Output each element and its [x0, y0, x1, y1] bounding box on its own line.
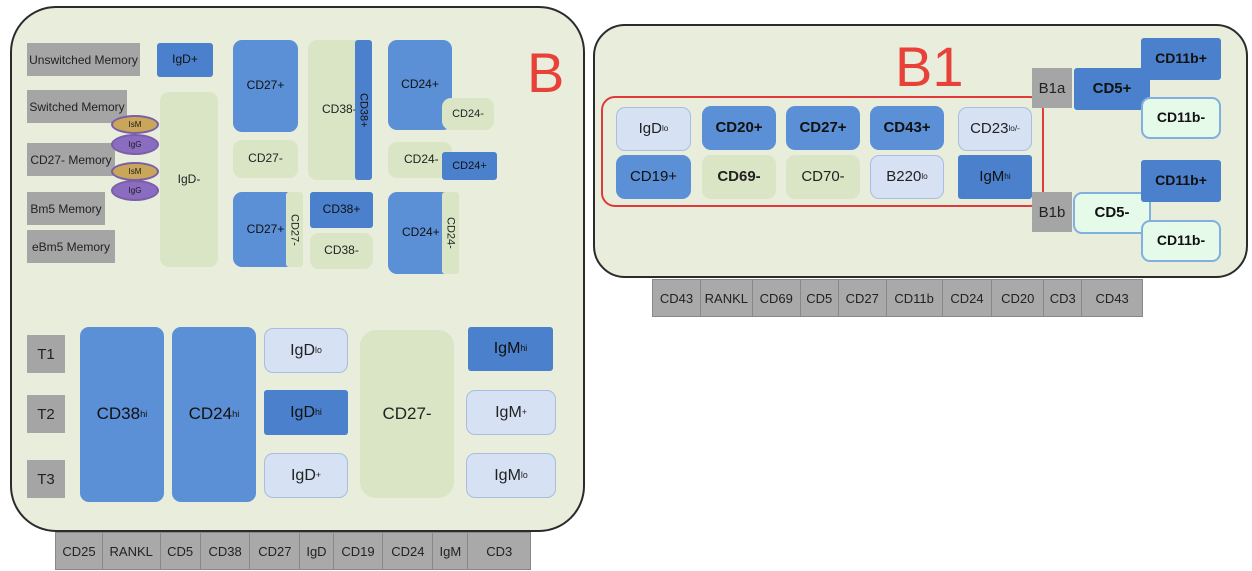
panel-title-b: B — [527, 41, 565, 104]
b1-marker-box: CD20+ — [702, 106, 776, 150]
cd11b-box: CD11b+ — [1141, 38, 1221, 80]
panel-title-b1: B1 — [895, 35, 964, 98]
axis-label: CD43 — [653, 280, 701, 316]
cd24-minus-side: CD24- — [442, 192, 459, 274]
cd27-minus-side: CD27- — [286, 192, 303, 267]
axis-label: IgM — [433, 533, 469, 569]
b1a-label: B1a — [1032, 68, 1072, 108]
memory-label: Switched Memory — [27, 90, 127, 123]
b1b-label: B1b — [1032, 192, 1072, 232]
cd5-minus-box: CD5- — [1073, 192, 1151, 234]
b1-marker-box: CD27+ — [786, 106, 860, 150]
axis-label: CD19 — [334, 533, 384, 569]
ism-oval: IsM — [111, 162, 159, 181]
cd11b-box: CD11b- — [1141, 97, 1221, 139]
cd11b-box: CD11b- — [1141, 220, 1221, 262]
axis-label: CD3 — [1044, 280, 1083, 316]
ism-oval: IsM — [111, 115, 159, 134]
axis-label: CD25 — [56, 533, 103, 569]
igg-oval: IgG — [111, 180, 159, 201]
axis-label: RANKL — [701, 280, 753, 316]
igd-plus-t-box: IgD+ — [264, 453, 348, 498]
axis-label: CD24 — [383, 533, 434, 569]
right-marker-axis: CD43 RANKL CD69 CD5 CD27 CD11b CD24 CD20… — [652, 279, 1143, 317]
cd38-minus-box: CD38- — [310, 233, 373, 269]
cd38-plus-side: CD38+ — [355, 40, 372, 180]
cd5-plus-box: CD5+ — [1074, 68, 1150, 110]
axis-label: CD11b — [887, 280, 943, 316]
cd27-minus-t-box: CD27- — [360, 330, 454, 498]
axis-label: CD20 — [992, 280, 1045, 316]
b1-marker-box: CD43+ — [870, 106, 944, 150]
cd24-minus-box: CD24- — [388, 142, 452, 178]
cd24-plus-box: CD24+ — [442, 152, 497, 180]
cd24-plus-box: CD24+ — [388, 192, 452, 274]
axis-label: IgD — [300, 533, 334, 569]
cd24-plus-box: CD24+ — [388, 40, 452, 130]
axis-label: CD27 — [250, 533, 301, 569]
igm-plus-box: IgM+ — [466, 390, 556, 435]
axis-label: RANKL — [103, 533, 161, 569]
t3-label: T3 — [27, 460, 65, 498]
axis-label: CD5 — [801, 280, 839, 316]
axis-label: CD38 — [201, 533, 251, 569]
memory-label: eBm5 Memory — [27, 230, 115, 263]
left-marker-axis: CD25 RANKL CD5 CD38 CD27 IgD CD19 CD24 I… — [55, 532, 531, 570]
memory-label: CD27- Memory — [27, 143, 115, 176]
axis-label: CD24 — [943, 280, 993, 316]
phenotype-group-frame — [601, 96, 1044, 207]
memory-label: Bm5 Memory — [27, 192, 105, 225]
igd-plus-box: IgD+ — [157, 43, 213, 77]
b1-marker-box: CD19+ — [616, 155, 691, 199]
b1-marker-box: CD70- — [786, 155, 860, 199]
igd-minus-box: IgD- — [160, 92, 218, 267]
cd24-minus-box: CD24- — [442, 98, 494, 130]
t2-label: T2 — [27, 395, 65, 433]
memory-label: Unswitched Memory — [27, 43, 140, 76]
axis-label: CD3 — [486, 543, 513, 559]
axis-label: CD5 — [161, 533, 201, 569]
igg-oval: IgG — [111, 134, 159, 155]
axis-label: CD69 — [753, 280, 801, 316]
axis-label: CD27 — [839, 280, 887, 316]
axis-label: CD43 — [1095, 290, 1129, 306]
cd27-minus-box: CD27- — [233, 140, 298, 178]
b1-cell-panel — [593, 24, 1248, 278]
cd11b-box: CD11b+ — [1141, 160, 1221, 202]
b1-marker-box: CD69- — [702, 155, 776, 199]
cd27-plus-box: CD27+ — [233, 40, 298, 132]
t1-label: T1 — [27, 335, 65, 373]
cd38-plus-box: CD38+ — [310, 192, 373, 228]
